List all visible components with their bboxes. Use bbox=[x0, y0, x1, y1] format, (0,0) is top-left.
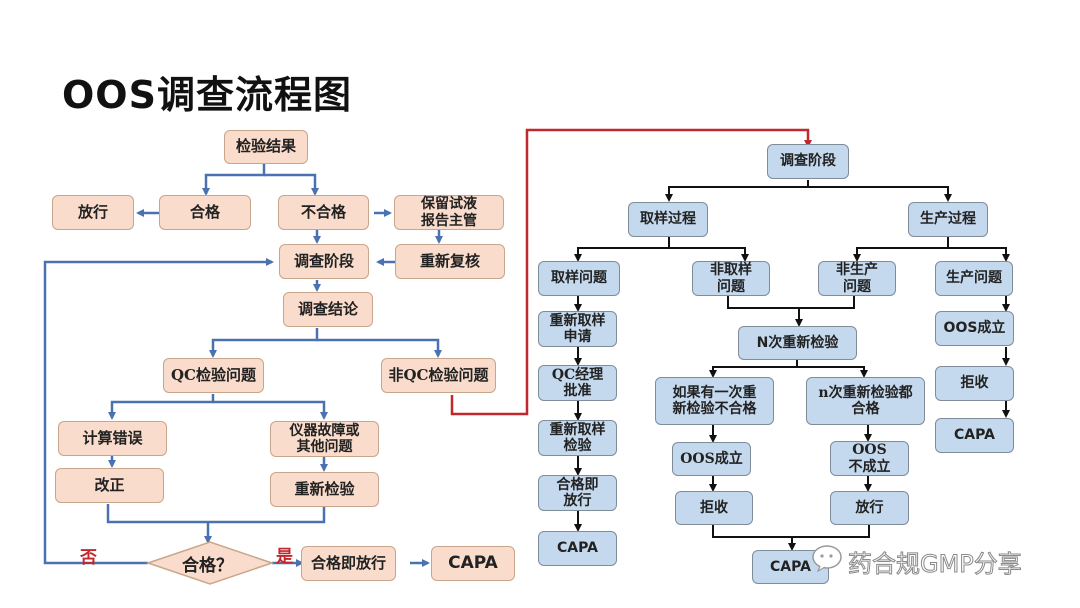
node-instrument-failure: 仪器故障或 其他问题 bbox=[270, 421, 379, 457]
decision-diamond bbox=[145, 541, 275, 585]
node-production-process: 生产过程 bbox=[908, 202, 988, 237]
node-sampling-issue: 取样问题 bbox=[538, 261, 620, 296]
node-capa-left: CAPA bbox=[431, 546, 515, 581]
node-capa-production: CAPA bbox=[935, 418, 1014, 453]
node-investigation-stage: 调查阶段 bbox=[279, 244, 369, 279]
node-oos-confirmed: OOS成立 bbox=[672, 442, 751, 476]
node-qc-issue: QC检验问题 bbox=[163, 358, 264, 393]
node-conclusion: 调查结论 bbox=[283, 292, 373, 327]
node-retest: 重新检验 bbox=[270, 472, 379, 507]
node-pass-release-right: 合格即 放行 bbox=[538, 475, 617, 511]
node-release: 放行 bbox=[52, 195, 134, 230]
watermark-text: 药合规GMP分享 bbox=[848, 550, 1023, 579]
page-title: OOS调查流程图 bbox=[62, 73, 352, 117]
left-connectors bbox=[43, 164, 443, 567]
node-reject-production: 拒收 bbox=[935, 366, 1014, 401]
node-investigation-stage-right: 调查阶段 bbox=[767, 144, 849, 179]
node-pass: 合格 bbox=[159, 195, 251, 230]
node-oos-confirmed-production: OOS成立 bbox=[935, 311, 1014, 346]
decision-label: 合格？ bbox=[182, 556, 233, 576]
node-inspection-result: 检验结果 bbox=[224, 130, 308, 164]
node-non-sampling-issue: 非取样 问题 bbox=[692, 261, 770, 296]
node-fail: 不合格 bbox=[278, 195, 369, 230]
wechat-icon bbox=[812, 545, 842, 572]
node-capa-sampling: CAPA bbox=[538, 531, 617, 566]
node-resample-test: 重新取样 检验 bbox=[538, 420, 617, 456]
node-non-production-issue: 非生产 问题 bbox=[818, 261, 896, 296]
node-one-retest-fails: 如果有一次重 新检验不合格 bbox=[655, 377, 774, 425]
yes-label: 是 bbox=[276, 547, 293, 567]
node-n-retests: N次重新检验 bbox=[738, 326, 857, 360]
node-resample-request: 重新取样 申请 bbox=[538, 311, 617, 347]
node-qc-manager-approval: QC经理 批准 bbox=[538, 365, 617, 401]
node-non-qc-issue: 非QC检验问题 bbox=[381, 358, 496, 393]
node-reject: 拒收 bbox=[675, 491, 753, 525]
node-pass-release: 合格即放行 bbox=[301, 546, 396, 581]
node-keep-report: 保留试液 报告主管 bbox=[394, 195, 504, 230]
node-correct: 改正 bbox=[55, 468, 164, 503]
node-release-right: 放行 bbox=[830, 491, 909, 525]
node-calc-error: 计算错误 bbox=[58, 421, 167, 456]
node-production-issue: 生产问题 bbox=[935, 261, 1013, 296]
node-all-retests-pass: n次重新检验都 合格 bbox=[806, 377, 925, 425]
node-oos-not-confirmed: OOS 不成立 bbox=[830, 441, 909, 476]
right-connectors bbox=[574, 180, 1010, 551]
node-sampling-process: 取样过程 bbox=[628, 202, 708, 237]
no-label: 否 bbox=[80, 548, 97, 568]
node-recheck: 重新复核 bbox=[395, 244, 505, 279]
red-link-line bbox=[450, 128, 812, 416]
